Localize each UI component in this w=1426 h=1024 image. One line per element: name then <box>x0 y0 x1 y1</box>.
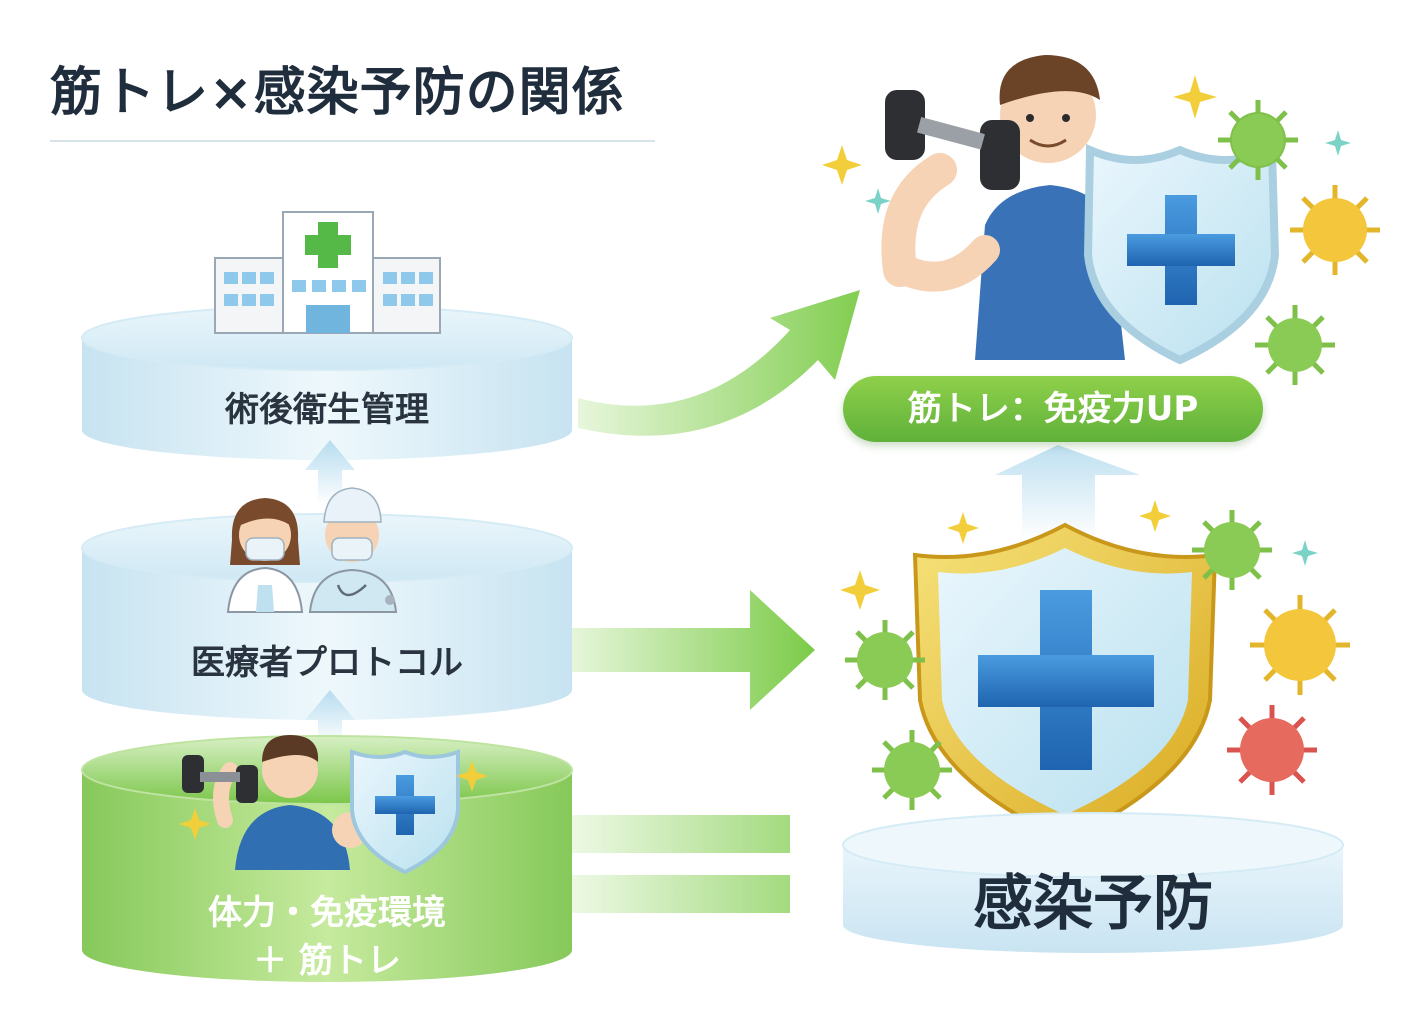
page-title: 筋トレ×感染予防の関係 <box>50 63 625 123</box>
virus-icon-5 <box>1250 595 1350 695</box>
virus-icon-7 <box>845 620 925 700</box>
dumbbell-icon <box>885 90 1020 190</box>
result-pill: 筋トレ：免疫力UP <box>843 376 1263 442</box>
doctor-icon <box>308 487 398 613</box>
result-pill-label: 筋トレ：免疫力UP <box>907 389 1199 429</box>
shield-icon-large <box>912 522 1218 843</box>
arrow-up-icon-3 <box>995 445 1140 540</box>
tier-bottom-label-1: 体力・免疫環境 <box>208 893 446 933</box>
result-platform <box>842 812 1344 953</box>
result-base-label: 感染予防 <box>973 869 1213 939</box>
arrow-up-icon-1 <box>305 440 355 505</box>
tier-top: 術後衛生管理 <box>82 382 572 432</box>
arrow-up-icon-2 <box>305 690 355 745</box>
nurse-icon <box>226 498 304 613</box>
virus-icon-4 <box>1192 510 1272 590</box>
tier-middle: 医療者プロトコル <box>82 635 572 685</box>
virus-icon-1 <box>1218 100 1298 180</box>
curved-arrow-icon <box>578 290 860 436</box>
tier-top-platform <box>81 305 573 460</box>
virus-icon-3 <box>1255 305 1335 385</box>
sparkle-icon <box>179 75 1217 840</box>
virus-icon-2 <box>1290 185 1380 275</box>
tier-bottom-label-2: ＋ 筋トレ <box>253 941 401 981</box>
virus-icon-6 <box>1227 705 1317 795</box>
sparkle-icon-teal <box>865 130 1351 566</box>
tier-bottom: 体力・免疫環境 ＋ 筋トレ <box>82 885 572 985</box>
tier-middle-label: 医療者プロトコル <box>191 643 463 683</box>
equals-sign-icon <box>572 815 790 913</box>
shield-icon-small <box>350 749 460 875</box>
dumbbell-icon-small <box>182 755 258 803</box>
title-divider <box>50 140 655 142</box>
arrow-right-icon <box>572 590 815 710</box>
tier-middle-platform <box>81 513 573 720</box>
tier-top-label: 術後衛生管理 <box>225 390 429 430</box>
hospital-icon <box>214 211 441 334</box>
virus-icon-8 <box>872 730 952 810</box>
